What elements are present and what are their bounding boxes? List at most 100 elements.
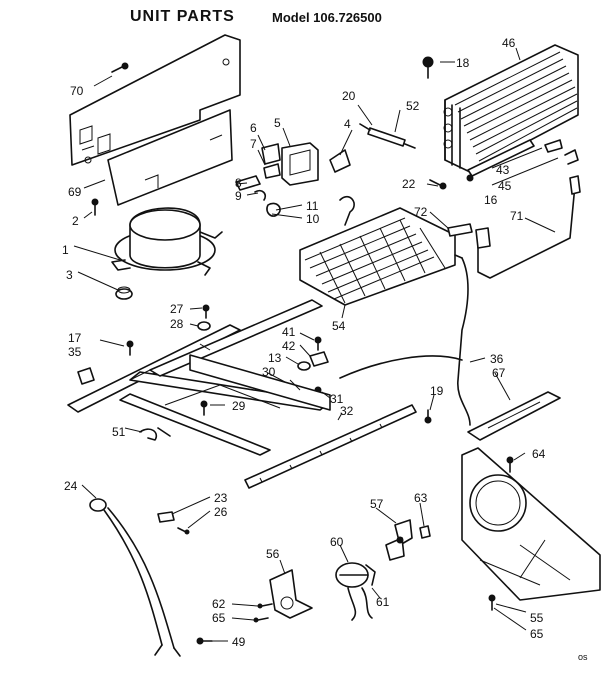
callout-17: 17	[68, 331, 82, 345]
screw-49	[196, 637, 213, 645]
base-frame-part	[67, 299, 331, 456]
fan-motor-part	[335, 562, 376, 621]
callout-2: 2	[72, 214, 79, 228]
screw-65-left	[253, 617, 269, 623]
callout-52: 52	[406, 99, 420, 113]
callout-29: 29	[232, 399, 246, 413]
drain-pan-part	[467, 391, 561, 441]
callout-7: 7	[250, 137, 257, 151]
callout-27: 27	[170, 302, 184, 316]
callout-62: 62	[212, 597, 226, 611]
callout-13: 13	[268, 351, 282, 365]
callout-11: 11	[306, 199, 319, 213]
compressor-part	[111, 207, 223, 276]
evaporator-part	[299, 195, 463, 306]
tube-43-45	[467, 139, 579, 177]
heat-exchanger-71	[477, 175, 581, 279]
callout-65-bottom: 65	[530, 627, 544, 641]
condenser-part	[443, 44, 579, 173]
callout-69: 69	[68, 185, 82, 199]
callout-9: 9	[235, 189, 242, 203]
callout-19: 19	[430, 384, 444, 398]
screw-64	[506, 456, 514, 473]
washer-13	[297, 361, 311, 371]
callout-5: 5	[274, 116, 281, 130]
screw-27	[202, 304, 210, 319]
screw-18	[422, 56, 434, 79]
callout-63: 63	[414, 491, 428, 505]
callout-42: 42	[282, 339, 296, 353]
callout-55: 55	[530, 611, 544, 625]
callout-31: 31	[330, 392, 344, 406]
callout-60: 60	[330, 535, 344, 549]
callout-1: 1	[62, 243, 69, 257]
callout-70: 70	[70, 84, 84, 98]
callout-32: 32	[340, 404, 354, 418]
rail-part	[244, 404, 417, 489]
callout-57: 57	[370, 497, 384, 511]
screw-41	[314, 336, 322, 351]
callout-6: 6	[250, 121, 257, 135]
callout-54: 54	[332, 319, 346, 333]
callout-67: 67	[492, 366, 506, 380]
callout-4: 4	[344, 117, 351, 131]
callout-51: 51	[112, 425, 126, 439]
callout-43: 43	[496, 163, 510, 177]
callout-labels: 70 69 2 1 3 5 6 7 8 9 11 10 4 20 52 46 1…	[62, 36, 588, 662]
callout-49: 49	[232, 635, 246, 649]
screw-19	[424, 409, 432, 424]
page-title: UNIT PARTS	[130, 8, 235, 25]
tube-72	[447, 223, 491, 249]
callout-10: 10	[306, 212, 320, 226]
clip-42	[309, 351, 329, 367]
capillary-tube-36	[339, 257, 471, 426]
screw-29	[200, 400, 208, 416]
model-number: Model 106.726500	[272, 10, 382, 25]
grommet-35	[77, 367, 95, 385]
fan-shroud-part	[461, 447, 601, 601]
wire-4	[329, 149, 351, 173]
clip-63	[419, 525, 431, 539]
callout-72: 72	[414, 205, 428, 219]
callout-35: 35	[68, 345, 82, 359]
callout-26: 26	[214, 505, 228, 519]
relay-part	[281, 142, 319, 186]
callout-18: 18	[456, 56, 470, 70]
callout-65-left: 65	[212, 611, 226, 625]
screw-70	[111, 62, 129, 73]
callout-28: 28	[170, 317, 184, 331]
leader-lines	[73, 47, 559, 642]
callout-56: 56	[266, 547, 280, 561]
fitting-22	[429, 179, 447, 190]
clip-51	[139, 427, 171, 441]
callout-41: 41	[282, 325, 296, 339]
screw-65-bottom	[488, 594, 496, 611]
callout-61: 61	[376, 595, 390, 609]
callout-36: 36	[490, 352, 504, 366]
callout-46: 46	[502, 36, 516, 50]
callout-3: 3	[66, 268, 73, 282]
callout-30: 30	[262, 365, 276, 379]
bracket-part	[269, 569, 313, 619]
screw-16	[466, 174, 474, 182]
screw-17	[126, 340, 134, 356]
grommet-3	[115, 286, 133, 300]
callout-64: 64	[532, 447, 546, 461]
fan-blade-part	[385, 519, 413, 561]
connector-23	[157, 511, 175, 523]
callout-22: 22	[402, 177, 416, 191]
overload-part	[261, 143, 281, 179]
clip-9-10-11	[254, 189, 281, 217]
callout-71: 71	[510, 209, 524, 223]
callout-20: 20	[342, 89, 356, 103]
callout-8: 8	[235, 176, 242, 190]
clip-8	[235, 175, 261, 191]
screw-26	[177, 527, 190, 535]
drier-52	[359, 123, 416, 149]
rear-panel-part	[69, 34, 241, 166]
cover-panel-part	[107, 109, 233, 206]
wiring-harness-part	[89, 498, 181, 657]
callout-16: 16	[484, 193, 498, 207]
footer-mark: os	[578, 652, 588, 662]
